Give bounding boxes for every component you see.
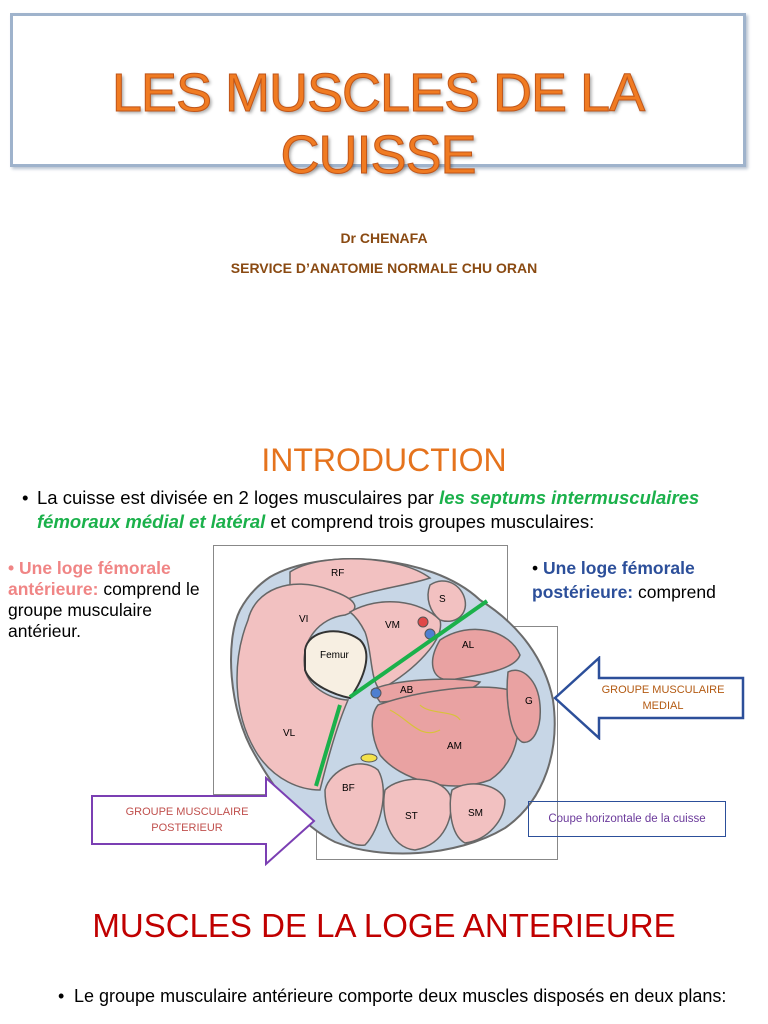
obturator-nerve — [389, 704, 461, 734]
label-st: ST — [405, 811, 418, 822]
loge-posterieure: • Une loge fémorale postérieure: compren… — [532, 556, 762, 604]
loge-anterieure: • Une loge fémorale antérieure: comprend… — [8, 558, 216, 642]
vessel-artery — [417, 616, 429, 628]
muscle-vi-vl — [236, 583, 356, 791]
septum-lateral — [314, 704, 342, 787]
label-al: AL — [462, 640, 475, 651]
intro-septums: les septums intermusculaires fémoraux mé… — [37, 487, 700, 532]
arrow-posterior-label: GROUPE MUSCULAIRE POSTERIEUR — [125, 806, 249, 834]
title-box: LES MUSCLES DE LA CUISSE — [10, 13, 746, 186]
intro-heading: INTRODUCTION — [261, 442, 507, 478]
arrow-right-icon — [91, 776, 316, 866]
label-bf: BF — [342, 783, 355, 794]
septum-medial — [348, 599, 489, 699]
muscle-bf — [324, 763, 385, 846]
loge-anterieure-label: Une loge fémorale antérieure: — [8, 558, 171, 599]
label-ab: AB — [400, 685, 414, 696]
thigh-cross-section — [230, 557, 556, 855]
section2-heading: MUSCLES DE LA LOGE ANTERIEURE — [92, 907, 676, 944]
label-vm: VM — [385, 620, 400, 631]
label-sm: SM — [468, 808, 483, 819]
bullet-dot: • — [8, 558, 19, 578]
loge-posterieure-label: Une loge fémorale postérieure: — [532, 558, 695, 602]
service-name: SERVICE D’ANATOMIE NORMALE CHU ORAN — [230, 260, 538, 276]
slide-title: LES MUSCLES DE LA CUISSE — [111, 63, 645, 186]
arrow-left-icon — [553, 656, 745, 740]
muscle-sm — [449, 783, 506, 844]
label-s: S — [439, 594, 446, 605]
section2-bullet-text: Le groupe musculaire antérieure comporte… — [74, 986, 727, 1006]
vessel-profunda — [370, 687, 382, 699]
femur-bone — [304, 630, 368, 700]
label-rf: RF — [331, 568, 345, 579]
label-femur: Femur — [320, 650, 349, 661]
section2-bullet: • Le groupe musculaire antérieure compor… — [58, 984, 748, 1008]
loge-anterieure-text: comprend le groupe musculaire antérieur. — [8, 579, 200, 641]
arrow-medial-label: GROUPE MUSCULAIRE MEDIAL — [601, 684, 725, 712]
loge-posterieure-text: comprend — [633, 582, 716, 602]
intro-text-end: et comprend trois groupes musculaires: — [265, 511, 595, 532]
muscle-am — [371, 686, 519, 787]
bullet-dot: • — [58, 986, 65, 1006]
muscle-st — [383, 778, 452, 851]
muscle-s — [427, 580, 467, 622]
figure-caption: Coupe horizontale de la cuisse — [528, 801, 726, 837]
muscle-al — [431, 628, 521, 681]
intro-bullet: • La cuisse est divisée en 2 loges muscu… — [22, 486, 752, 534]
label-vi: VI — [299, 614, 309, 625]
author: Dr CHENAFA — [340, 230, 428, 246]
label-vl: VL — [283, 728, 296, 739]
label-am: AM — [447, 741, 462, 752]
label-g: G — [525, 696, 533, 707]
sciatic-nerve — [360, 753, 378, 763]
muscle-g — [506, 669, 541, 744]
bullet-dot: • — [532, 558, 543, 578]
bullet-dot: • — [22, 487, 29, 508]
intro-text-start: La cuisse est divisée en 2 loges muscula… — [37, 487, 440, 508]
